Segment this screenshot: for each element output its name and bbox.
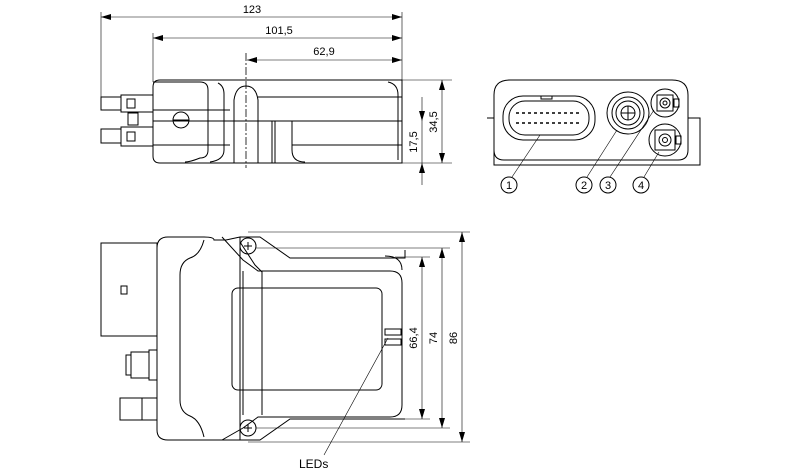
connector-2-m12 (606, 91, 650, 135)
label-plate (231, 287, 383, 391)
dim-inner-width: 66,4 (408, 327, 420, 348)
svg-text:1: 1 (506, 180, 512, 192)
bottom-view: 66,4 74 86 LEDs (100, 231, 470, 471)
callout-3: 3 (599, 176, 617, 194)
connector-3-coax (650, 88, 680, 118)
callout-2: 2 (575, 176, 593, 194)
dim-height: 34,5 (428, 111, 440, 132)
dim-center-offset: 62,9 (313, 46, 334, 58)
housing-side (152, 79, 403, 164)
side-view: 123 101,5 62,9 (100, 4, 452, 185)
callout-1: 1 (500, 176, 518, 194)
dim-body-length: 101,5 (265, 25, 293, 37)
mounting-hole-top (239, 237, 257, 255)
callout-4: 4 (632, 176, 650, 194)
svg-text:2: 2 (581, 180, 587, 192)
cable-connectors (100, 94, 154, 147)
leds-leader-line (323, 337, 389, 456)
leds-label: LEDs (299, 457, 328, 471)
dim-half-height: 17,5 (408, 131, 420, 152)
dim-hole-spacing: 74 (428, 332, 440, 344)
front-view: 1 2 3 4 (487, 79, 701, 194)
svg-text:4: 4 (638, 180, 644, 192)
connector-1-multipin (502, 95, 596, 141)
led-indicator (384, 338, 402, 346)
led-indicator (384, 328, 402, 336)
connector-4-coax (648, 123, 682, 157)
dim-overall-width: 86 (448, 332, 460, 344)
dim-overall-length: 123 (243, 4, 261, 16)
svg-text:3: 3 (605, 180, 611, 192)
